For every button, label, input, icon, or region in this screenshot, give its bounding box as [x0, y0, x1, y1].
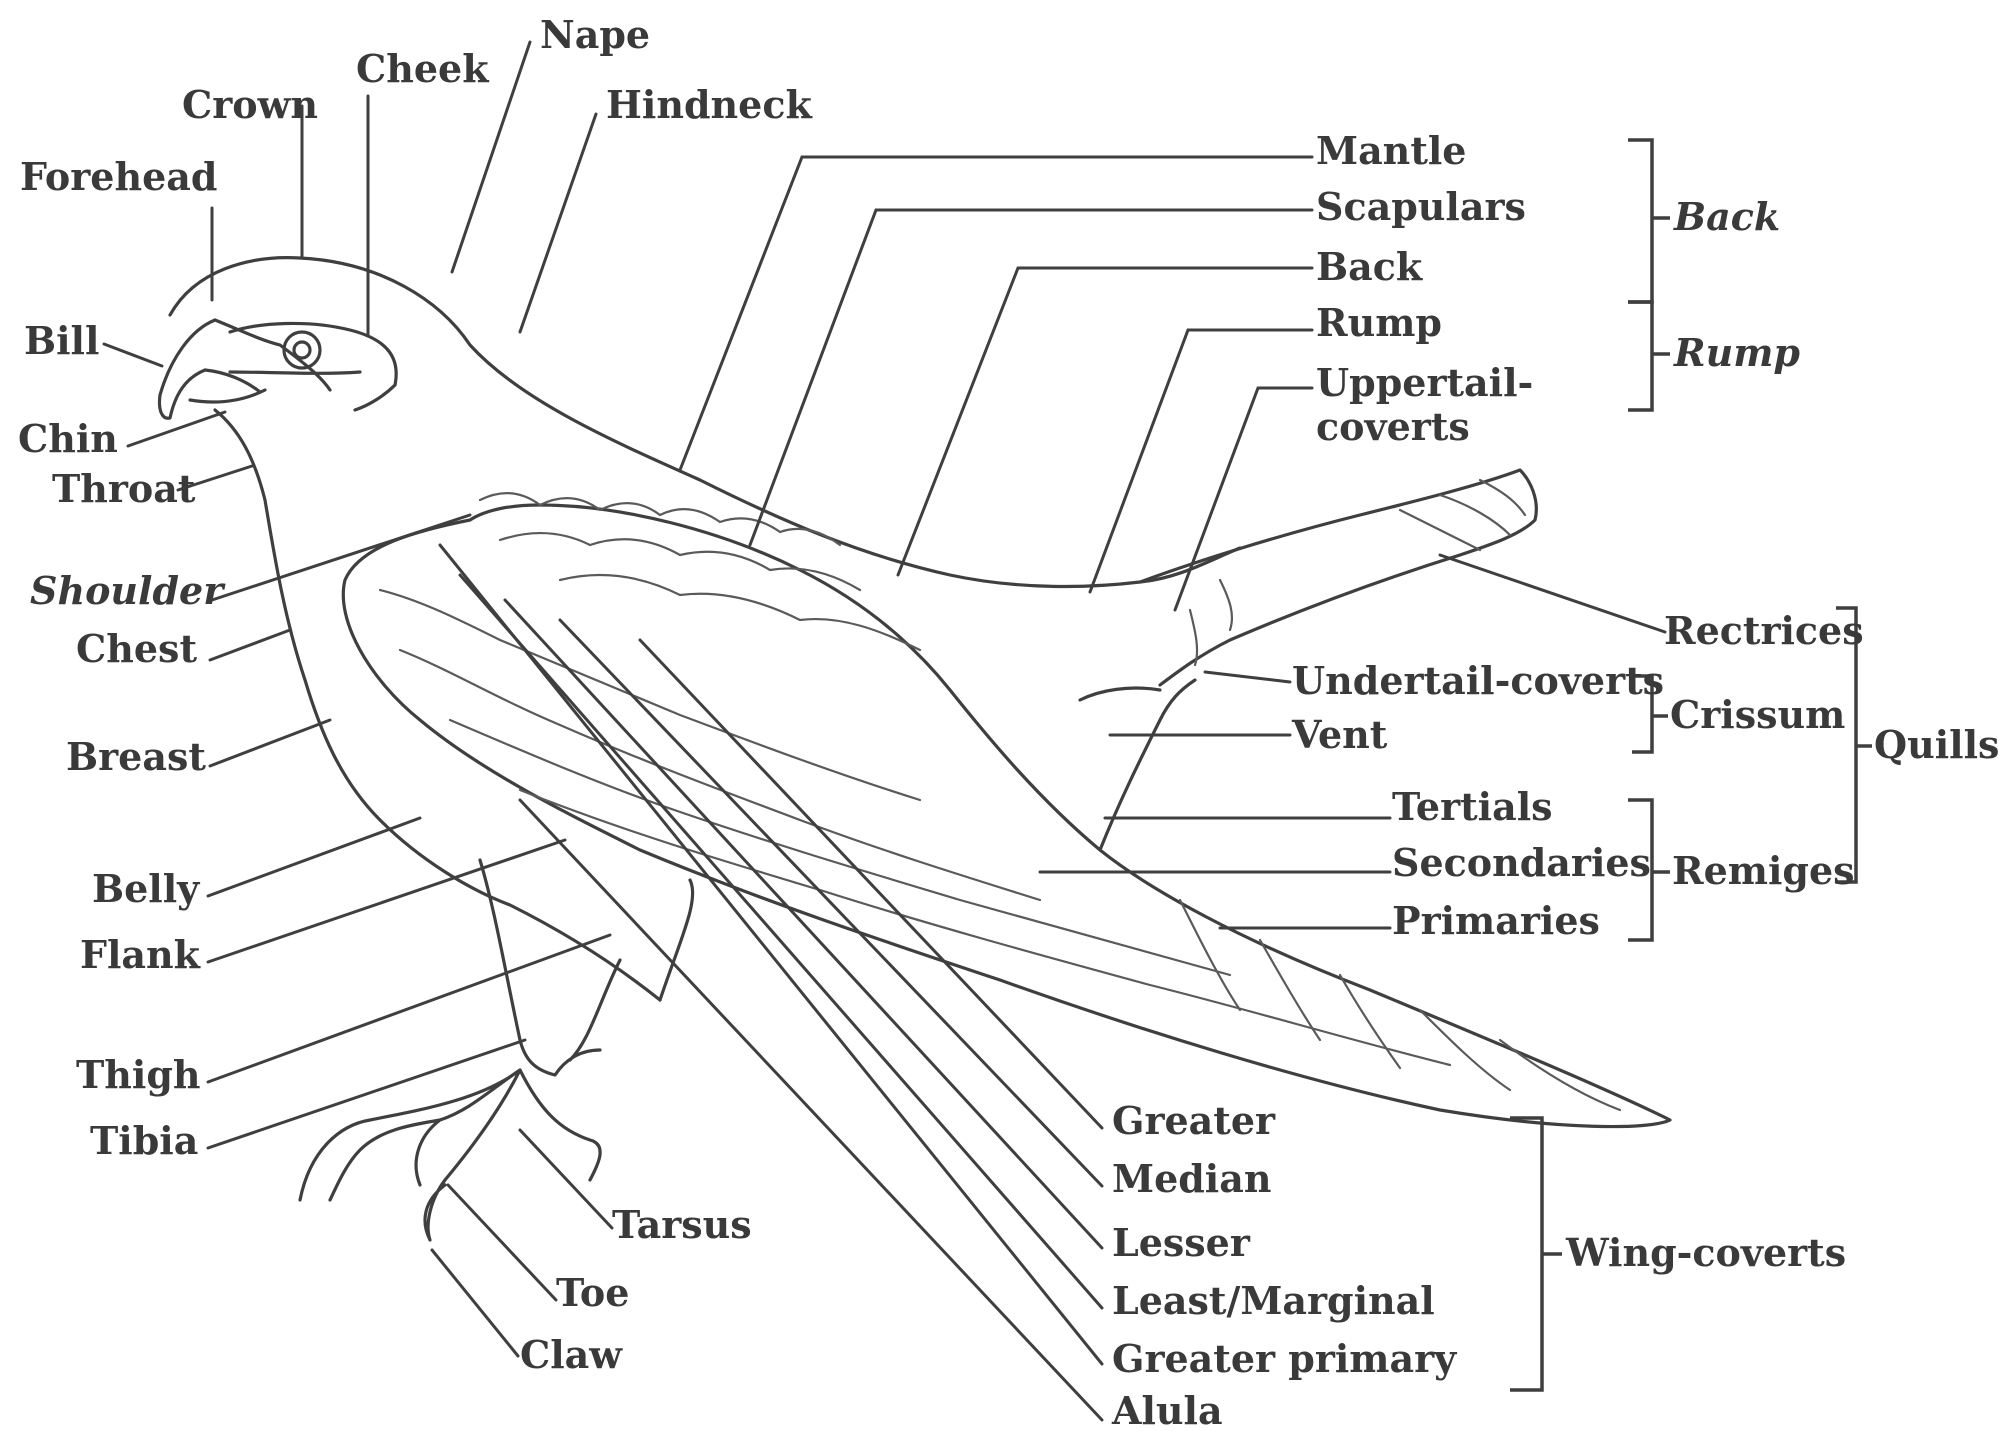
leader-greater [640, 640, 1102, 1128]
bracket-back [1628, 140, 1652, 302]
label-primaries: Primaries [1392, 898, 1600, 943]
label-tibia: Tibia [90, 1118, 198, 1163]
label-thigh: Thigh [76, 1052, 201, 1097]
label-median: Median [1112, 1156, 1272, 1201]
leader-claw [432, 1250, 518, 1356]
leader-mantle [680, 157, 1312, 470]
label-crown: Crown [182, 82, 318, 127]
leader-chest [210, 630, 290, 660]
leader-median [560, 620, 1102, 1186]
leader-least [460, 575, 1102, 1308]
label-toe: Toe [556, 1270, 629, 1315]
label-forehead: Forehead [20, 154, 217, 199]
label-belly: Belly [92, 866, 200, 911]
leader-undertail [1205, 672, 1290, 682]
label-greater: Greater [1112, 1098, 1276, 1143]
bracket-wing-coverts [1510, 1118, 1542, 1390]
bird-head-back-outline [170, 258, 1240, 587]
bird-scapular-feathers [480, 493, 920, 650]
leader-breast [210, 720, 330, 766]
bird-foot [300, 1070, 600, 1240]
leader-chin [128, 412, 225, 446]
label-uppertail-line1: Uppertail- [1316, 360, 1533, 405]
bird-front-outline [215, 410, 660, 1000]
brackets [1510, 140, 1872, 1390]
label-nape: Nape [540, 12, 650, 57]
leader-rectrices [1440, 555, 1665, 632]
group-label-remiges: Remiges [1672, 848, 1855, 893]
leader-flank [208, 840, 565, 962]
label-cheek: Cheek [356, 46, 489, 91]
label-tarsus: Tarsus [612, 1202, 752, 1247]
label-tertials: Tertials [1392, 784, 1553, 829]
label-vent: Vent [1291, 712, 1388, 757]
bird-eye-pupil [294, 342, 310, 358]
label-flank: Flank [80, 932, 201, 977]
group-label-crissum: Crissum [1670, 692, 1845, 737]
leader-bill [104, 344, 162, 366]
leader-belly [208, 818, 420, 896]
group-label-quills: Quills [1874, 722, 1999, 767]
label-chest: Chest [76, 626, 197, 671]
group-label-back: Back [1673, 194, 1780, 239]
leader-scapulars [750, 210, 1312, 545]
group-label-wing-coverts: Wing-coverts [1565, 1230, 1846, 1275]
bird-tail [1140, 470, 1536, 685]
label-breast: Breast [66, 734, 206, 779]
label-scapulars: Scapulars [1316, 184, 1526, 229]
label-back: Back [1316, 244, 1423, 289]
bird-covert-rows [380, 590, 1450, 1065]
label-rump: Rump [1316, 300, 1442, 345]
label-shoulder: Shoulder [30, 568, 226, 613]
label-lesser: Lesser [1112, 1220, 1251, 1265]
leader-toe [448, 1185, 556, 1300]
leader-greater-primary [440, 545, 1102, 1364]
group-label-rump: Rump [1673, 330, 1800, 375]
label-greater-primary: Greater primary [1112, 1336, 1457, 1381]
bird-leg [480, 860, 693, 1075]
label-bill: Bill [24, 318, 99, 363]
label-least-marginal: Least/Marginal [1112, 1278, 1435, 1323]
label-chin: Chin [18, 416, 118, 461]
label-rectrices: Rectrices [1664, 608, 1864, 653]
label-mantle: Mantle [1316, 128, 1466, 173]
leader-hindneck [520, 114, 596, 332]
label-undertail-coverts: Undertail-coverts [1292, 658, 1664, 703]
label-secondaries: Secondaries [1392, 840, 1651, 885]
label-uppertail-line2: coverts [1316, 404, 1470, 449]
label-throat: Throat [52, 466, 196, 511]
leader-lines [104, 42, 1665, 1420]
leader-uppertail [1175, 388, 1312, 610]
leader-thigh [208, 935, 610, 1082]
label-claw: Claw [520, 1332, 623, 1377]
bird-vent [1080, 680, 1195, 850]
leader-back [898, 268, 1312, 575]
labels: Nape Cheek Crown Hindneck Forehead Bill … [18, 12, 1999, 1431]
bracket-rump [1628, 302, 1652, 410]
label-alula: Alula [1111, 1388, 1223, 1431]
leader-rump [1090, 330, 1312, 592]
label-hindneck: Hindneck [606, 82, 812, 127]
leader-lesser [505, 600, 1102, 1248]
leader-shoulder [212, 515, 470, 600]
